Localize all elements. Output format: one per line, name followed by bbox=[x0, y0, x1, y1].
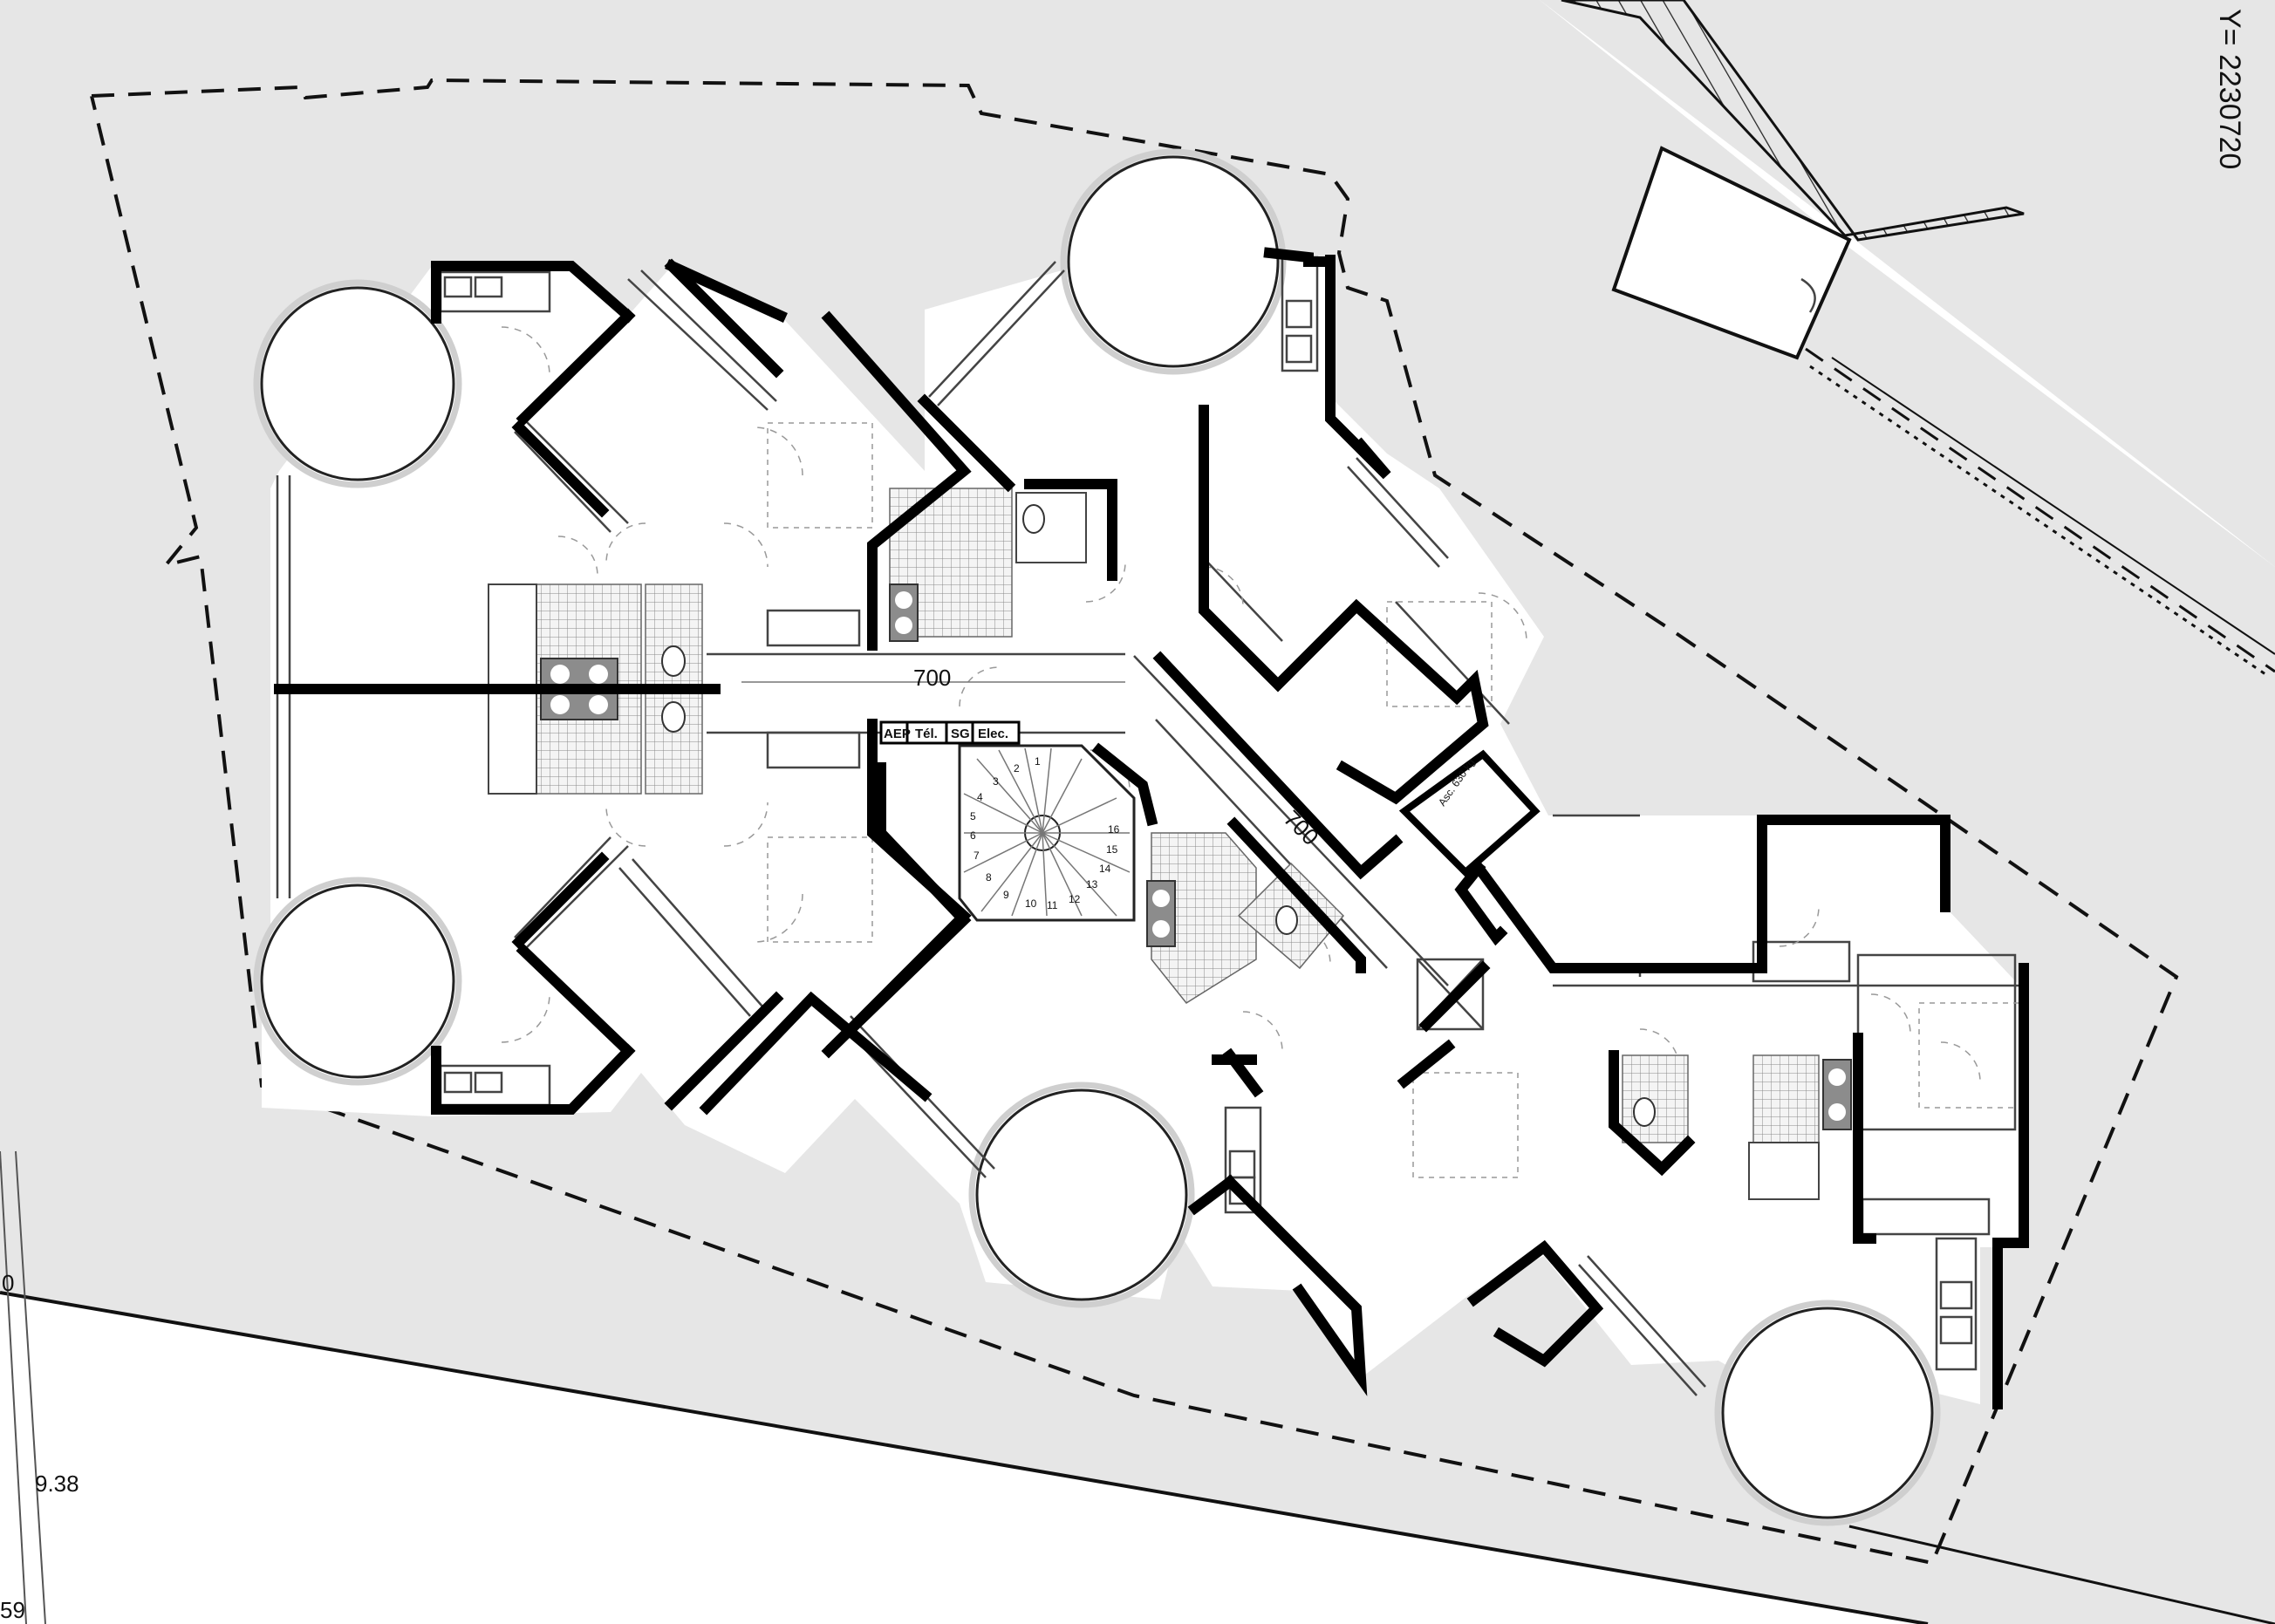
step-1: 1 bbox=[1035, 755, 1041, 768]
step-6: 6 bbox=[970, 829, 976, 842]
balcony-sw bbox=[253, 877, 462, 1086]
tech-room-elec: Elec. bbox=[978, 727, 1008, 741]
lift-shaft: Asc. 630 kg bbox=[1398, 749, 1541, 877]
level-label-2: 59 bbox=[0, 1597, 25, 1623]
step-7: 7 bbox=[974, 850, 980, 862]
step-3: 3 bbox=[993, 775, 999, 788]
neighbour-structures bbox=[1561, 0, 2275, 678]
step-2: 2 bbox=[1014, 762, 1020, 774]
step-9: 9 bbox=[1003, 889, 1009, 901]
tech-room-aep: AEP bbox=[884, 727, 911, 741]
step-15: 15 bbox=[1106, 843, 1118, 856]
property-boundary bbox=[90, 78, 2179, 1566]
step-16: 16 bbox=[1108, 823, 1120, 836]
coordinate-label: Y= 2230720 bbox=[2213, 9, 2246, 169]
balcony-s bbox=[968, 1082, 1195, 1308]
step-11: 11 bbox=[1047, 899, 1058, 911]
step-8: 8 bbox=[986, 871, 992, 884]
kitchens bbox=[443, 276, 1973, 1345]
balcony-se bbox=[1714, 1300, 1941, 1526]
dimension-label-horizontal: 700 bbox=[913, 665, 951, 691]
balconies bbox=[253, 148, 1941, 1526]
stairwell: 1 2 3 4 5 6 7 8 9 10 11 12 13 14 15 16 bbox=[958, 744, 1136, 922]
step-14: 14 bbox=[1099, 863, 1111, 875]
level-label-3: 0 bbox=[2, 1270, 14, 1296]
stair-step-numbers: 1 2 3 4 5 6 7 8 9 10 11 12 13 14 15 16 bbox=[970, 755, 1120, 911]
step-13: 13 bbox=[1086, 878, 1098, 890]
level-label-1: 9.38 bbox=[35, 1470, 79, 1497]
building-footprint bbox=[262, 253, 2024, 1404]
step-10: 10 bbox=[1025, 897, 1037, 910]
tech-room-sg: SG bbox=[951, 727, 970, 741]
tech-room-tel: Tél. bbox=[915, 727, 938, 741]
structural-walls bbox=[274, 247, 2029, 1409]
balcony-nw bbox=[253, 279, 462, 488]
step-4: 4 bbox=[977, 791, 983, 803]
technical-rooms: AEP Tél. SG Elec. bbox=[879, 720, 1021, 745]
step-5: 5 bbox=[970, 810, 976, 822]
dimension-horizontal: 700 bbox=[741, 665, 1125, 691]
step-12: 12 bbox=[1069, 893, 1081, 905]
